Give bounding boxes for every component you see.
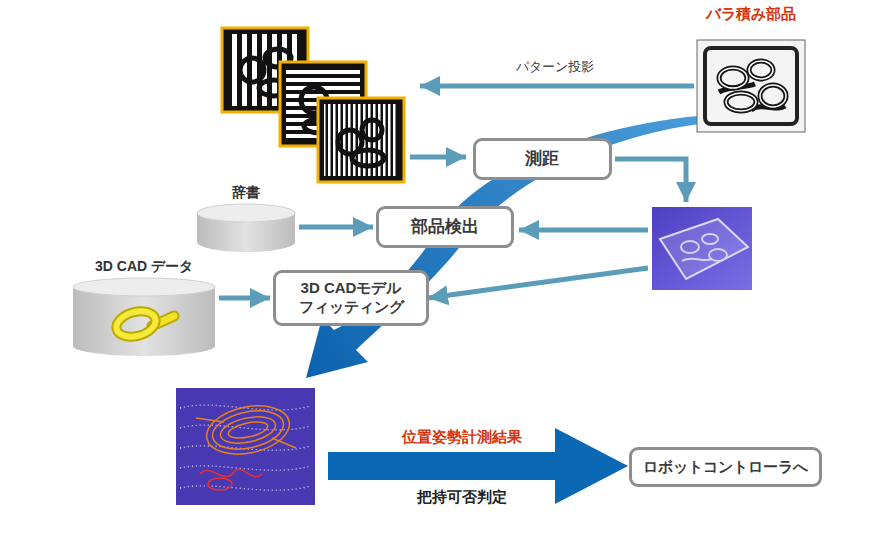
flow-arrow — [615, 159, 686, 202]
bin-outline — [705, 48, 797, 124]
parts-bin-photo: バラ積み部品 — [687, 4, 815, 136]
database-cylinder: 辞書 — [196, 183, 296, 253]
candidate-parts — [200, 469, 262, 490]
depth-parts — [681, 234, 727, 261]
bulk-parts — [719, 61, 786, 111]
tray-outline — [660, 219, 748, 279]
cylinder-top — [197, 204, 295, 222]
node-label: 辞書 — [196, 183, 296, 201]
label-text: パターン投影 — [514, 58, 596, 76]
stripe-pattern — [324, 104, 398, 176]
process-box: 測距 — [473, 138, 612, 180]
pattern-image — [318, 98, 404, 182]
label-text: 把持可否判定 — [415, 488, 509, 507]
database-cylinder: 3D CAD データ — [72, 257, 216, 357]
photo-ground — [697, 40, 805, 132]
cylinder-body — [73, 287, 215, 356]
image-frame — [318, 98, 404, 182]
label-text: 位置姿勢計測結果 — [400, 428, 524, 447]
output-box: ロボットコントローラへ — [629, 447, 822, 487]
depth-ground — [652, 207, 752, 290]
node-label: 3D CADモデル フィッティング — [287, 279, 415, 317]
arrow-label: 位置姿勢計測結果 — [400, 428, 524, 447]
point-cloud — [180, 405, 311, 490]
cylinder-shape — [72, 277, 216, 357]
depth-image — [652, 207, 752, 290]
result-image — [176, 388, 315, 505]
cylinder-shape — [196, 203, 296, 253]
result-ground — [176, 388, 315, 505]
parts-bin-photo — [697, 40, 805, 132]
flow-arrow — [428, 268, 648, 298]
process-box: 部品検出 — [376, 206, 514, 248]
process-box: 3D CADモデル フィッティング — [273, 270, 429, 326]
cad-part-model — [114, 307, 174, 341]
node-label: ロボットコントローラへ — [643, 458, 808, 477]
node-label: バラ積み部品 — [687, 4, 815, 24]
flow-arrow — [219, 296, 270, 301]
part-highlights — [719, 61, 786, 111]
flow-arrow — [519, 228, 648, 233]
arrow-label: 把持可否判定 — [415, 488, 509, 507]
part-silhouettes — [338, 120, 384, 166]
projection-arrow — [420, 84, 694, 89]
cylinder-top — [73, 278, 215, 296]
flow-arrow — [410, 155, 466, 160]
arrow-label: パターン投影 — [514, 58, 596, 76]
flow-arrows — [410, 86, 694, 298]
fitted-model — [196, 399, 296, 461]
node-label: 測距 — [525, 148, 559, 169]
node-label: 3D CAD データ — [72, 257, 216, 275]
flow-arrow — [299, 225, 373, 230]
node-label: 部品検出 — [411, 216, 479, 237]
